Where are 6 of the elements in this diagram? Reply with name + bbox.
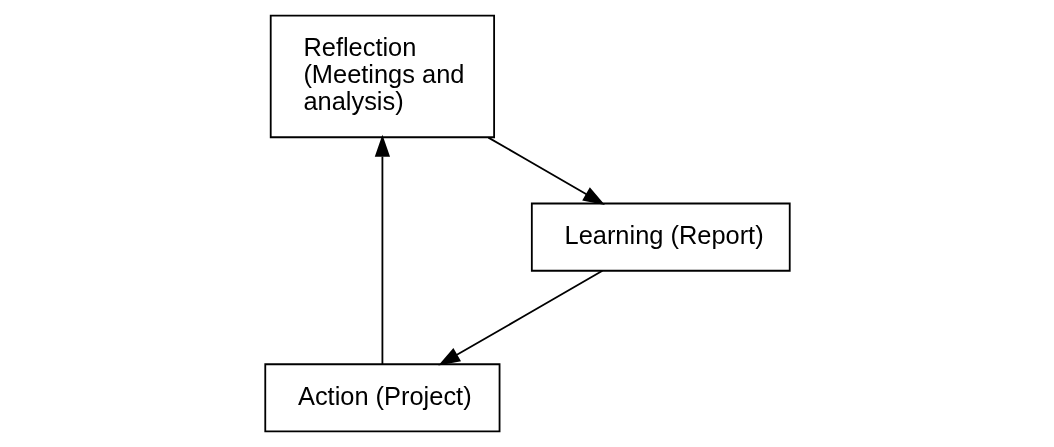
arrow	[437, 269, 603, 366]
node-box: Learning (Report)	[530, 202, 791, 272]
arrow	[374, 134, 390, 365]
node-box: Action (Project)	[263, 363, 500, 433]
node-box: Reflection (Meetings and analysis)	[269, 14, 495, 139]
arrow	[487, 136, 605, 205]
